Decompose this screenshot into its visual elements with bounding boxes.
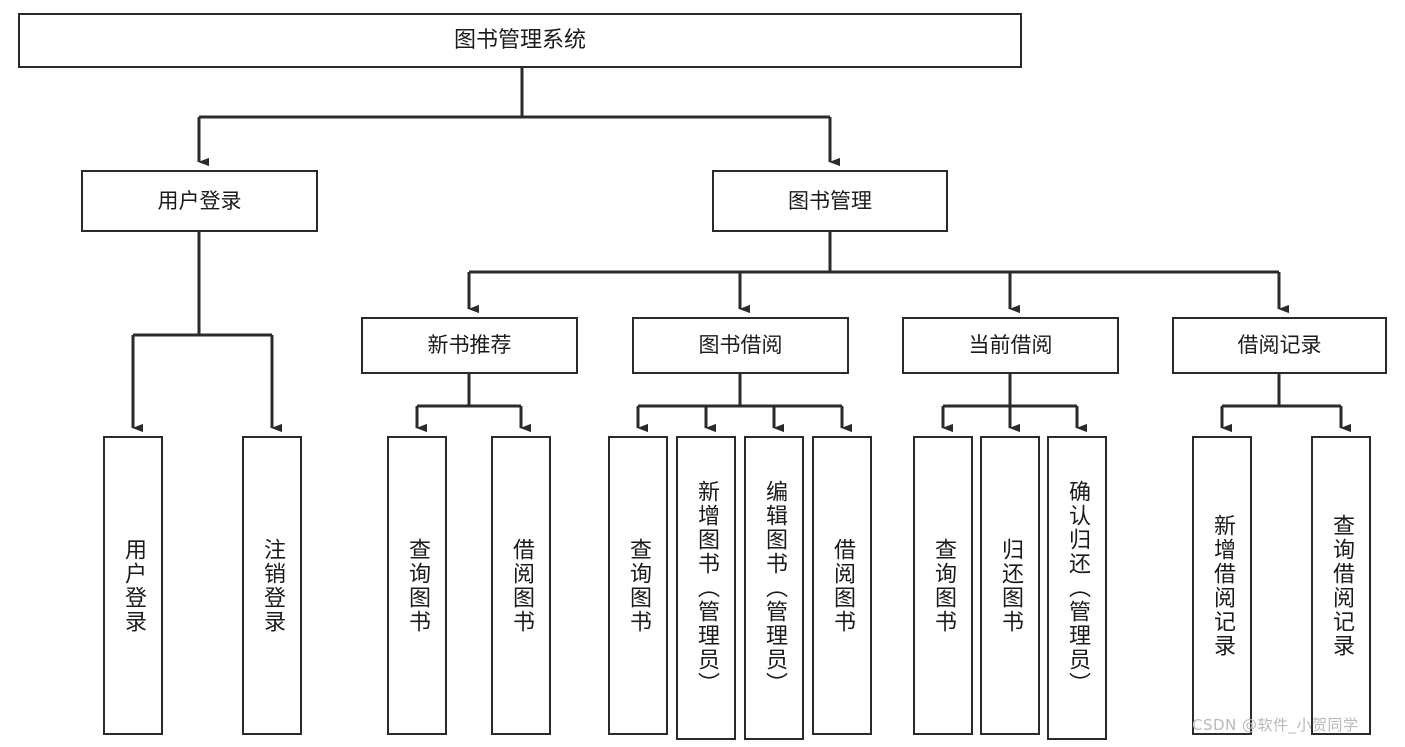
node-label: 借阅图书 (830, 537, 855, 634)
leaf-borrow-record-query[interactable]: 查询借阅记录 (1311, 436, 1371, 735)
node-borrow-record[interactable]: 借阅记录 (1172, 317, 1387, 374)
node-label: 归还图书 (998, 537, 1023, 634)
node-label: 图书管理 (788, 188, 872, 213)
node-label: 编辑图书（管理员） (762, 480, 787, 696)
leaf-book-borrow-edit[interactable]: 编辑图书（管理员） (744, 436, 804, 740)
leaf-book-borrow-add[interactable]: 新增图书（管理员） (676, 436, 736, 740)
leaf-current-borrow-query[interactable]: 查询图书 (913, 436, 973, 735)
node-label: 用户登录 (121, 537, 146, 634)
node-label: 注销登录 (260, 537, 285, 634)
node-label: 借阅图书 (509, 537, 534, 634)
leaf-current-borrow-confirm-return[interactable]: 确认归还（管理员） (1047, 436, 1107, 740)
leaf-user-login-logout[interactable]: 注销登录 (242, 436, 302, 735)
node-book-borrow[interactable]: 图书借阅 (632, 317, 849, 374)
node-label: 用户登录 (157, 188, 242, 213)
node-label: 确认归还（管理员） (1065, 480, 1090, 696)
watermark-text: CSDN @软件_小贺同学 (1192, 716, 1359, 734)
node-label: 当前借阅 (968, 333, 1053, 358)
node-label: 新增图书（管理员） (694, 480, 719, 696)
node-label: 图书借阅 (698, 333, 783, 358)
node-user-login[interactable]: 用户登录 (81, 170, 318, 232)
node-label: 图书管理系统 (453, 27, 586, 53)
node-label: 查询图书 (931, 537, 956, 634)
node-root[interactable]: 图书管理系统 (18, 13, 1022, 68)
node-label: 借阅记录 (1237, 333, 1322, 358)
node-label: 新书推荐 (427, 333, 512, 358)
node-new-book-recommend[interactable]: 新书推荐 (361, 317, 578, 374)
leaf-borrow-record-add[interactable]: 新增借阅记录 (1192, 436, 1252, 735)
node-label: 新增借阅记录 (1210, 513, 1235, 658)
node-label: 查询借阅记录 (1329, 513, 1354, 658)
node-label: 查询图书 (405, 537, 430, 634)
node-book-management[interactable]: 图书管理 (712, 170, 948, 232)
node-label: 查询图书 (626, 537, 651, 634)
leaf-book-borrow-borrow[interactable]: 借阅图书 (812, 436, 872, 735)
node-current-borrow[interactable]: 当前借阅 (902, 317, 1119, 374)
leaf-new-book-borrow[interactable]: 借阅图书 (491, 436, 551, 735)
leaf-user-login-login[interactable]: 用户登录 (103, 436, 163, 735)
leaf-book-borrow-query[interactable]: 查询图书 (608, 436, 668, 735)
leaf-current-borrow-return[interactable]: 归还图书 (980, 436, 1040, 735)
leaf-new-book-query[interactable]: 查询图书 (387, 436, 447, 735)
